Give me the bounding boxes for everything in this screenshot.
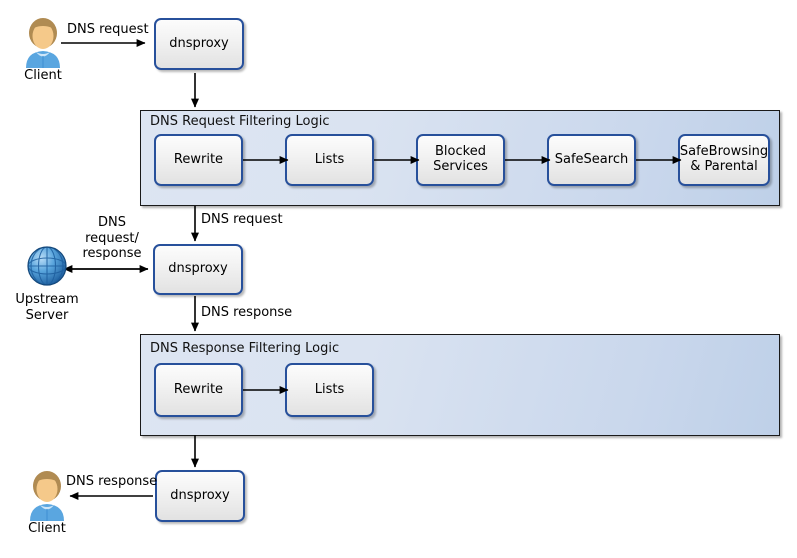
stage-request-rewrite[interactable]: Rewrite (154, 134, 243, 186)
stage-response-lists[interactable]: Lists (285, 363, 374, 417)
actor-label-client-bottom: Client (28, 521, 66, 536)
node-label: dnsproxy (169, 35, 229, 51)
group-response-filtering-title: DNS Response Filtering Logic (150, 341, 340, 356)
edge-label-dnsproxy-to-client: DNS response (66, 474, 158, 489)
actor-label-client-top: Client (24, 68, 62, 83)
edge-label-upstream-exchange: DNS request/ response (82, 215, 142, 262)
user-icon (25, 469, 69, 521)
stage-label: Lists (314, 151, 345, 167)
stage-label: SafeSearch (554, 151, 629, 167)
node-label: dnsproxy (170, 487, 230, 503)
node-label: dnsproxy (168, 261, 228, 277)
edge-label-dnsproxy-to-request-filtering: DNS request (201, 212, 283, 227)
globe-icon (24, 243, 70, 289)
actor-label-upstream-server: Upstream Server (15, 292, 79, 323)
node-dnsproxy-top[interactable]: dnsproxy (154, 18, 244, 70)
user-icon (21, 16, 65, 68)
stage-label: SafeBrowsing & Parental (679, 144, 769, 174)
edge-label-client-to-dnsproxy: DNS request (67, 22, 149, 37)
node-dnsproxy-bottom[interactable]: dnsproxy (155, 470, 245, 522)
stage-response-rewrite[interactable]: Rewrite (154, 363, 243, 417)
group-request-filtering-title: DNS Request Filtering Logic (150, 114, 330, 129)
stage-label: Rewrite (173, 151, 224, 167)
stage-label: Rewrite (173, 381, 224, 397)
stage-label: Lists (314, 381, 345, 397)
node-dnsproxy-middle[interactable]: dnsproxy (153, 244, 243, 295)
stage-label: Blocked Services (433, 144, 488, 174)
stage-request-safebrowsing-parental[interactable]: SafeBrowsing & Parental (678, 134, 770, 186)
stage-request-safesearch[interactable]: SafeSearch (547, 134, 636, 186)
edge-label-dnsproxy-to-response-filtering: DNS response (201, 305, 293, 320)
stage-request-lists[interactable]: Lists (285, 134, 374, 186)
stage-request-blocked-services[interactable]: Blocked Services (416, 134, 505, 186)
group-response-filtering (140, 334, 780, 436)
